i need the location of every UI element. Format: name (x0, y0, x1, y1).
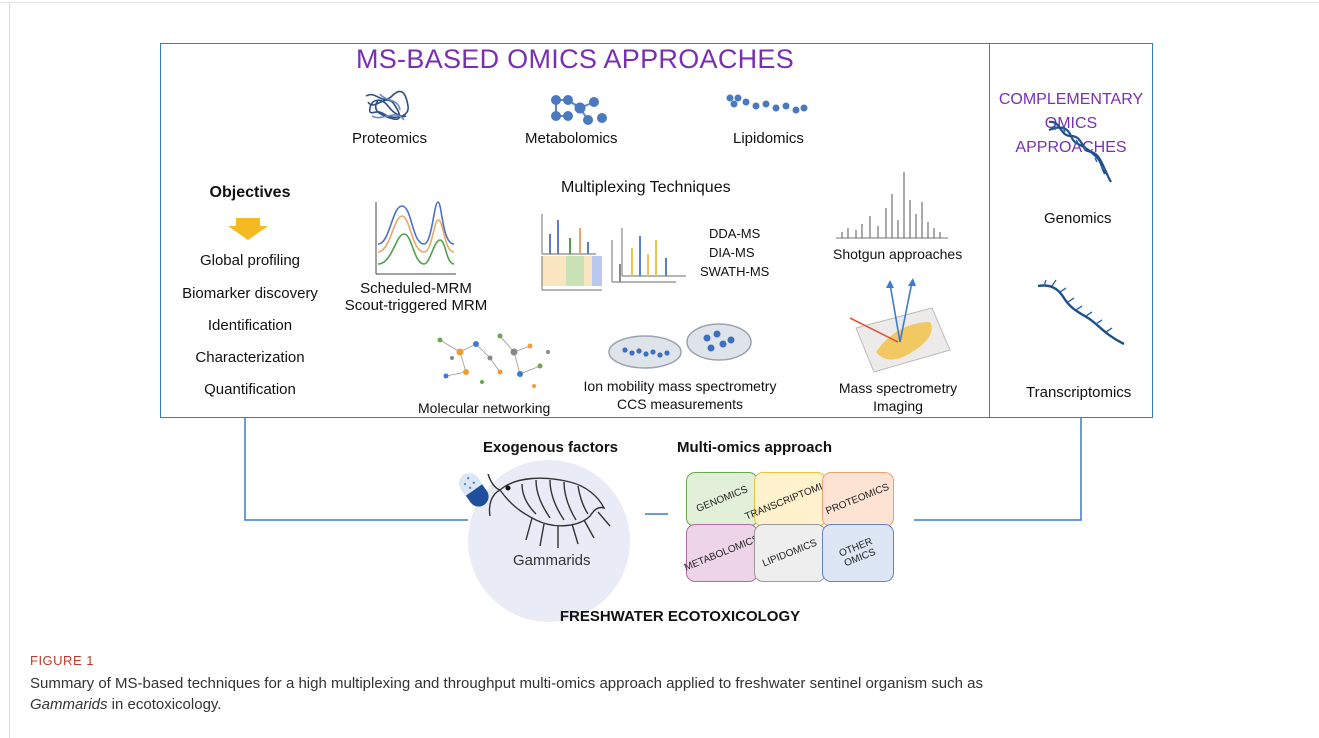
objective-biomarker-discovery: Biomarker discovery (182, 285, 318, 302)
tile-transcriptomics: TRANSCRIPTOMICS (743, 472, 837, 527)
caption-main-text: Summary of MS-based techniques for a hig… (30, 675, 983, 692)
gammarid-icon (487, 473, 611, 548)
pill-capsule-icon (459, 473, 489, 507)
tile-proteomics: PROTEOMICS (822, 472, 894, 527)
ms-imaging-line2: Imaging (873, 398, 923, 414)
shotgun-spectrum-icon (836, 172, 948, 239)
tile-lipidomics-text: LIPIDOMICS (761, 537, 819, 569)
objective-global-profiling: Global profiling (199, 252, 301, 269)
exogenous-factors-label: Exogenous factors (483, 439, 619, 456)
proteomics-icon (365, 90, 409, 121)
tile-genomics-text: GENOMICS (694, 484, 750, 515)
molecular-networking-label: Molecular networking (418, 400, 551, 416)
omics-tile-grid: GENOMICS TRANSCRIPTOMICS PROTEOMICS META… (682, 472, 914, 604)
top-rule (0, 2, 1319, 3)
objective-identification: Identification (207, 317, 293, 334)
shotgun-label: Shotgun approaches (833, 246, 963, 262)
caption-italic-term: Gammarids (30, 696, 108, 713)
tile-other-omics-text: OTHER OMICS (837, 536, 878, 570)
objective-characterization: Characterization (195, 349, 305, 366)
complementary-omics-box (989, 43, 1153, 418)
objective-quantification: Quantification (204, 381, 296, 398)
multiplexing-heading: Multiplexing Techniques (561, 179, 731, 196)
dia-ms-label: DIA-MS (709, 245, 755, 260)
tile-metabolomics-text: METABOLOMICS (682, 532, 762, 574)
down-arrow-icon (228, 218, 268, 240)
caption-tail-text: in ecotoxicology. (107, 696, 222, 713)
lipidomics-label: Lipidomics (733, 130, 804, 147)
metabolomics-icon (551, 95, 607, 125)
freshwater-ecotoxicology-label: FRESHWATER ECOTOXICOLOGY (559, 608, 801, 625)
gammarids-label: Gammarids (513, 552, 591, 569)
complementary-title-line1: COMPLEMENTARY (998, 91, 1144, 108)
dda-dia-spectra-icon (541, 214, 686, 291)
molecular-network-icon (437, 333, 550, 388)
metabolomics-label: Metabolomics (525, 130, 618, 147)
tile-metabolomics: METABOLOMICS (682, 524, 762, 582)
objectives-heading: Objectives (209, 184, 291, 201)
tile-proteomics-text: PROTEOMICS (824, 481, 892, 518)
rna-strand-icon (1037, 279, 1125, 346)
main-title: MS-BASED OMICS APPROACHES (355, 44, 795, 74)
tile-other-omics: OTHER OMICS (822, 524, 894, 582)
mrm-label-line1: Scheduled-MRM (360, 280, 472, 297)
figure-label: FIGURE 1 (30, 653, 94, 668)
ion-mobility-icon (608, 323, 752, 369)
ion-mobility-line1: Ion mobility mass spectrometry (583, 378, 777, 394)
mrm-chromatogram-icon (375, 201, 456, 275)
transcriptomics-label: Transcriptomics (1026, 384, 1132, 401)
dna-helix-icon (1048, 120, 1112, 183)
lipidomics-icon (726, 94, 808, 114)
ion-mobility-line2: CCS measurements (616, 396, 744, 412)
genomics-label: Genomics (1044, 210, 1112, 227)
ms-imaging-line1: Mass spectrometry (838, 380, 958, 396)
mrm-label-line2: Scout-triggered MRM (344, 297, 488, 314)
multi-omics-label: Multi-omics approach (677, 439, 833, 456)
figure-caption: Summary of MS-based techniques for a hig… (30, 673, 1280, 715)
left-rule (9, 2, 10, 738)
ms-imaging-icon (849, 278, 951, 373)
proteomics-label: Proteomics (352, 130, 428, 147)
swath-ms-label: SWATH-MS (700, 264, 770, 279)
complementary-title: COMPLEMENTARY OMICS APPROACHES (990, 88, 1152, 160)
tile-lipidomics: LIPIDOMICS (754, 524, 826, 582)
dda-ms-label: DDA-MS (709, 226, 761, 241)
